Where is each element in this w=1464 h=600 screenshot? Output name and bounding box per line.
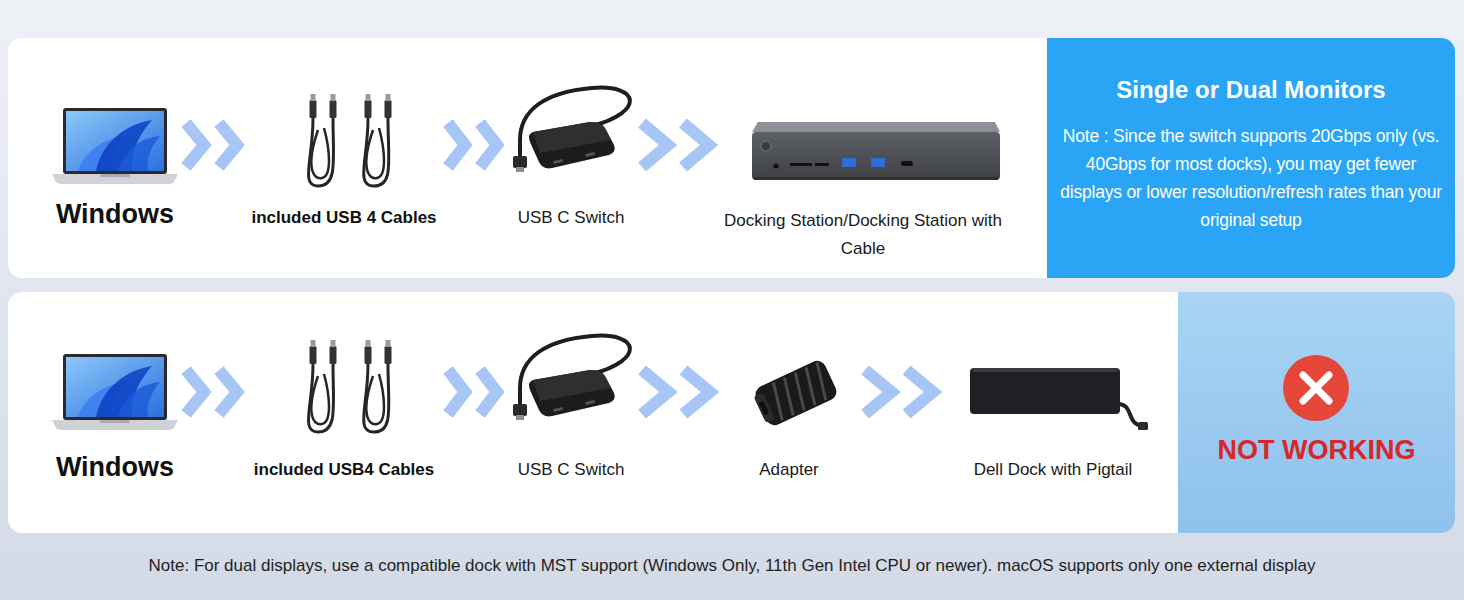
laptop-illustration	[52, 108, 178, 184]
flow-chevron	[642, 123, 709, 167]
item-label: included USB 4 Cables	[246, 207, 442, 229]
adapter-illustration	[751, 358, 839, 429]
cable-illustration	[308, 340, 391, 432]
os-label: Windows	[50, 451, 180, 483]
status-text: NOT WORKING	[1178, 433, 1455, 467]
panel-note: Note : Since the switch supports 20Gbps …	[1047, 122, 1455, 234]
flow-chevron	[186, 123, 237, 167]
switch-illustration	[513, 336, 630, 420]
error-icon	[1283, 355, 1349, 421]
flow-chevron	[865, 370, 933, 414]
footnote: Note: For dual displays, use a compatibl…	[0, 554, 1464, 578]
item-label: included USB4 Cables	[246, 459, 442, 481]
dock-illustration	[752, 122, 1000, 180]
flow-chevron	[448, 370, 497, 414]
laptop-illustration	[52, 354, 178, 430]
item-label: Dell Dock with Pigtail	[942, 459, 1164, 481]
row-card	[8, 292, 1455, 533]
dell-dock-illustration	[970, 368, 1148, 430]
device-item: Docking Station/Docking Station with Cab…	[718, 95, 1008, 263]
device-item: Windows	[50, 345, 180, 483]
device-item: Dell Dock with Pigtail	[942, 345, 1164, 481]
os-label: Windows	[50, 198, 180, 230]
flow-chevron	[186, 370, 237, 414]
device-item: USB C Switch	[506, 345, 636, 481]
switch-illustration	[513, 88, 630, 172]
row-card	[8, 38, 1455, 278]
device-item: USB C Switch	[506, 95, 636, 229]
item-label: USB C Switch	[506, 459, 636, 481]
device-item: Windows	[50, 100, 180, 230]
flow-chevron	[448, 123, 497, 167]
item-label: USB C Switch	[506, 207, 636, 229]
info-panel: Single or Dual MonitorsNote : Since the …	[1047, 38, 1455, 278]
device-item: included USB 4 Cables	[246, 95, 442, 229]
item-label: Adapter	[719, 459, 859, 481]
panel-heading: Single or Dual Monitors	[1047, 74, 1455, 106]
item-label: Docking Station/Docking Station with Cab…	[718, 207, 1008, 263]
device-item: Adapter	[719, 345, 859, 481]
status-panel: NOT WORKING	[1178, 292, 1455, 533]
cable-illustration	[308, 94, 391, 186]
flow-chevron	[642, 370, 710, 414]
device-item: included USB4 Cables	[246, 345, 442, 481]
